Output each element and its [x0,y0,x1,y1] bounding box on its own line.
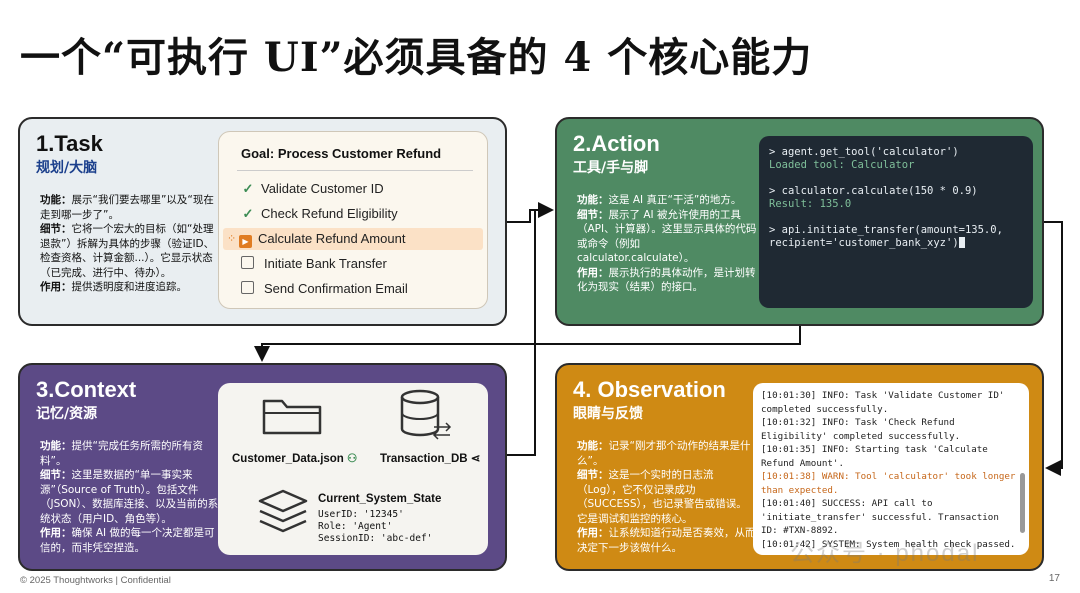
task-desc-role: 作用：提供透明度和进度追踪。 [40,281,187,293]
action-subheading: 工具/手与脚 [573,160,649,176]
folder-icon [262,399,322,435]
footer-copyright: © 2025 Thoughtworks | Confidential [20,575,171,586]
goal-checklist-card: Goal: Process Customer Refund ✓Validate … [218,131,488,309]
checkmark-icon: ✓ [242,181,254,196]
task-subheading: 规划/大脑 [36,160,98,176]
context-description: 功能：提供“完成任务所需的所有资料”。 细节：这里是数据的“单一事实来源”（So… [40,439,220,555]
hierarchy-icon: ⚇ [347,453,358,465]
observation-heading: 4. Observation [573,377,726,402]
action-heading: 2.Action [573,131,660,156]
log-line: [10:01:40] SUCCESS: API call to 'initiat… [761,498,999,536]
layers-stack-icon [258,489,308,533]
step-item-validate-id: ✓Validate Customer ID [239,178,384,200]
database-icon [400,389,452,440]
arrow-action-to-context [254,326,801,362]
state-line: SessionID: 'abc-def' [318,533,433,544]
action-desc-detail: 细节：展示了 AI 被允许使用的工具（API、计算器）。这里显示具体的代码或命令… [577,208,757,265]
context-panel: 3.Context 记忆/资源 功能：提供“完成任务所需的所有资料”。 细节：这… [18,363,507,571]
log-line: [10:01:32] INFO: Task 'Check Refund Elig… [761,417,961,442]
watermark: 公众号 · phodal [790,540,980,567]
share-icon: ⋖ [470,453,481,465]
terminal-line: recipient='customer_bank_xyz') [769,237,1023,250]
terminal-line: > calculator.calculate(150 * 0.9) [769,185,978,197]
context-subheading: 记忆/资源 [36,406,98,422]
obs-desc-role: 作用：让系统知道行动是否奏效，从而决定下一步该做什么。 [577,527,756,554]
action-panel: 2.Action 工具/手与脚 功能：这是 AI 真正“干活”的地方。 细节：展… [555,117,1044,326]
terminal-window: > agent.get_tool('calculator') Loaded to… [759,136,1033,308]
task-desc-function: 功能：展示“我们要去哪里”以及“现在走到哪一步了”。 [40,194,214,221]
task-description: 功能：展示“我们要去哪里”以及“现在走到哪一步了”。 细节：它将一个宏大的目标（… [40,193,220,295]
task-heading: 1.Task [36,131,103,156]
action-desc-role: 作用：展示执行的具体动作，是计划转化为现实（结果）的接口。 [577,266,756,294]
system-state-title: Current_System_State [318,493,442,505]
log-stream-window: [10:01:30] INFO: Task 'Validate Customer… [753,383,1029,555]
terminal-line [769,211,1023,224]
step-item-check-eligibility: ✓Check Refund Eligibility [239,203,398,225]
step-item-send-email[interactable]: Send Confirmation Email [239,278,408,300]
system-state-block: Current_System_State UserID: '12345' Rol… [318,493,441,545]
task-desc-detail: 细节：它将一个宏大的目标（如“处理退款”）拆解为具体的步骤（验证ID、检查资格、… [40,223,215,279]
observation-panel: 4. Observation 眼睛与反馈 功能：记录“刚才那个动作的结果是什么”… [555,363,1044,571]
step-item-initiate-transfer[interactable]: Initiate Bank Transfer [239,253,387,275]
state-line: Role: 'Agent' [318,521,393,532]
page-number: 17 [1048,573,1060,584]
observation-description: 功能：记录“刚才那个动作的结果是什么”。 细节：这是一个实时的日志流（Log），… [577,439,757,555]
log-line: [10:01:42] SYSTEM: System health check p… [761,538,1016,550]
arrow-context-to-action [507,210,536,456]
state-line: UserID: '12345' [318,509,404,520]
scrollbar[interactable] [1020,473,1025,533]
goal-divider [237,170,473,171]
context-desc-detail: 细节：这里是数据的“单一事实来源”（Source of Truth）。包括文件（… [40,469,219,525]
loading-spinner-icon: ⁘ [227,233,237,245]
goal-title: Goal: Process Customer Refund [241,146,442,161]
context-resources-card: Customer_Data.json ⚇ Transaction_DB ⋖ Cu… [218,383,488,555]
terminal-line: > agent.get_tool('calculator') [769,146,959,158]
arrow-action-to-observation [1044,221,1063,476]
cursor-icon [958,237,965,248]
context-heading: 3.Context [36,377,137,402]
log-line: [10:01:30] INFO: Task 'Validate Customer… [761,390,1005,415]
context-desc-function: 功能：提供“完成任务所需的所有资料”。 [40,440,203,467]
log-line: [10:01:35] INFO: Starting task 'Calculat… [761,444,988,469]
db-label-transaction[interactable]: Transaction_DB ⋖ [380,453,481,465]
play-icon: ▶ [239,235,252,248]
task-panel: 1.Task 规划/大脑 功能：展示“我们要去哪里”以及“现在走到哪一步了”。 … [18,117,507,326]
observation-subheading: 眼睛与反馈 [573,406,643,422]
context-desc-role: 作用：确保 AI 做的每一个决定都是可信的，而非凭空捏造。 [40,527,215,554]
step-item-calculate-amount: ⁘▶Calculate Refund Amount [223,228,483,250]
checkbox-icon [241,256,254,269]
terminal-line: Loaded tool: Calculator [769,159,915,171]
obs-desc-detail: 细节：这是一个实时的日志流（Log），它不仅记录成功（SUCCESS），也记录警… [577,469,747,525]
action-desc-function: 功能：这是 AI 真正“干活”的地方。 [577,194,742,206]
checkbox-icon [241,281,254,294]
file-label-customer-data[interactable]: Customer_Data.json ⚇ [232,453,358,465]
terminal-line: Result: 135.0 [769,198,852,210]
log-line-warn: [10:01:38] WARN: Tool 'calculator' took … [761,471,1016,496]
terminal-line: > api.initiate_transfer(amount=135.0, [769,224,1003,236]
action-description: 功能：这是 AI 真正“干活”的地方。 细节：展示了 AI 被允许使用的工具（A… [577,193,757,295]
obs-desc-function: 功能：记录“刚才那个动作的结果是什么”。 [577,440,751,467]
page-title: 一个“可执行 UI”必须具备的 4 个核心能力 [20,34,813,81]
arrow-task-to-action [507,202,554,223]
terminal-line [769,172,1023,185]
checkmark-icon: ✓ [242,206,254,221]
